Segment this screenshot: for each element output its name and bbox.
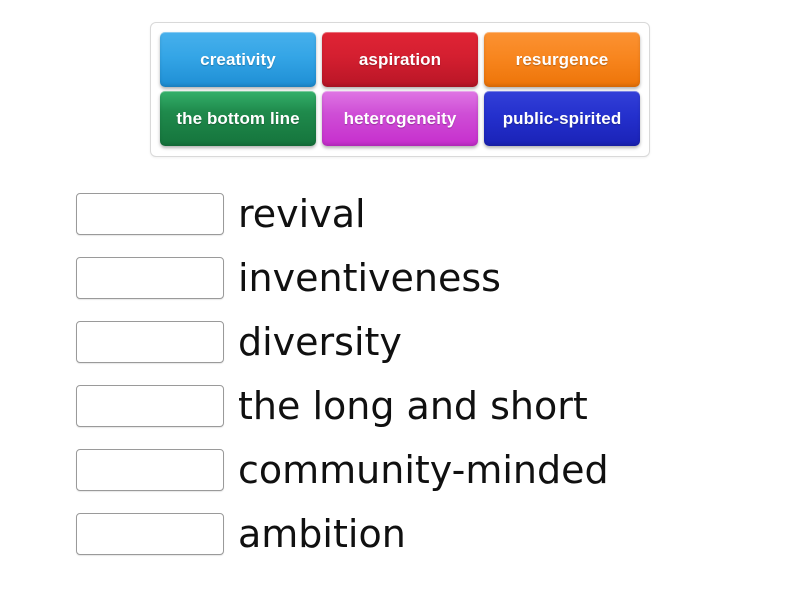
tile-label: aspiration	[358, 49, 442, 69]
answer-row: diversity	[0, 310, 800, 374]
answer-label: ambition	[238, 512, 406, 556]
answer-row: inventiveness	[0, 246, 800, 310]
draggable-tile-resurgence[interactable]: resurgence	[484, 32, 640, 87]
tile-label: the bottom line	[176, 108, 300, 128]
answer-label: diversity	[238, 320, 402, 364]
drop-zone-revival[interactable]	[76, 193, 224, 235]
tile-label: public-spirited	[502, 108, 622, 128]
draggable-tile-aspiration[interactable]: aspiration	[322, 32, 478, 87]
draggable-tile-the-bottom-line[interactable]: the bottom line	[160, 91, 316, 146]
drop-zone-ambition[interactable]	[76, 513, 224, 555]
answer-row: the long and short	[0, 374, 800, 438]
tile-bank-row: the bottom line heterogeneity public-spi…	[157, 89, 643, 148]
answer-label: inventiveness	[238, 256, 501, 300]
drop-zone-the-long-and-short[interactable]	[76, 385, 224, 427]
answer-list: revival inventiveness diversity the long…	[0, 182, 800, 566]
draggable-tile-creativity[interactable]: creativity	[160, 32, 316, 87]
answer-label: community-minded	[238, 448, 609, 492]
answer-label: the long and short	[238, 384, 588, 428]
tile-label: creativity	[200, 49, 276, 69]
tile-label: resurgence	[515, 49, 609, 69]
drop-zone-diversity[interactable]	[76, 321, 224, 363]
draggable-tile-heterogeneity[interactable]: heterogeneity	[322, 91, 478, 146]
drop-zone-inventiveness[interactable]	[76, 257, 224, 299]
answer-row: ambition	[0, 502, 800, 566]
tile-label: heterogeneity	[343, 108, 457, 128]
draggable-tile-public-spirited[interactable]: public-spirited	[484, 91, 640, 146]
tile-bank-row: creativity aspiration resurgence	[157, 30, 643, 89]
tile-bank: creativity aspiration resurgence the bot…	[150, 22, 650, 157]
answer-row: community-minded	[0, 438, 800, 502]
answer-label: revival	[238, 192, 366, 236]
drop-zone-community-minded[interactable]	[76, 449, 224, 491]
answer-row: revival	[0, 182, 800, 246]
